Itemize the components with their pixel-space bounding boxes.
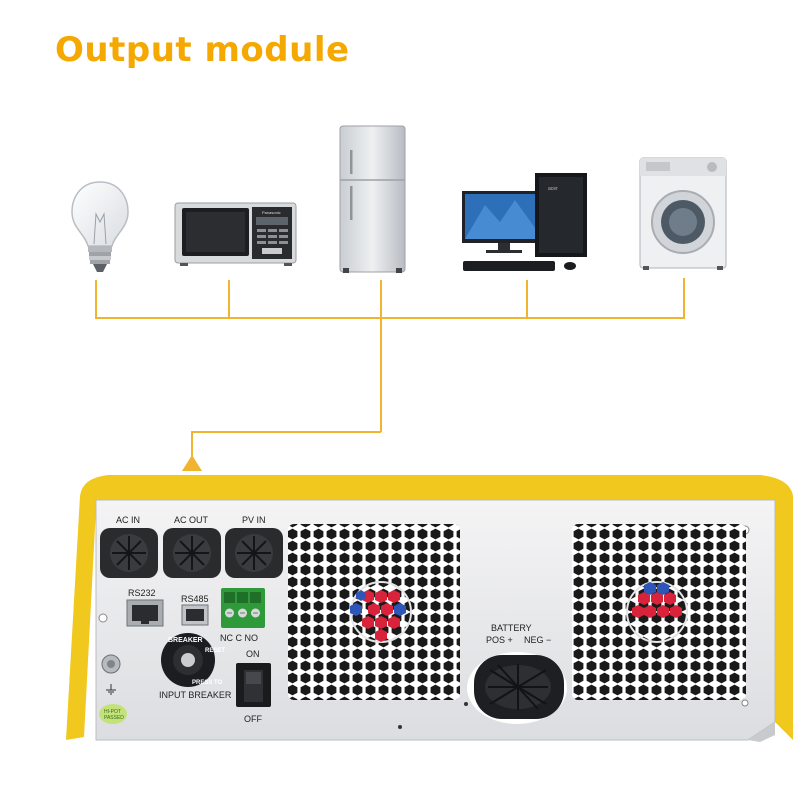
input-breaker-label: INPUT BREAKER [159,690,232,700]
battery-grommet [467,652,567,724]
relay-terminal-block [221,588,265,628]
power-switch[interactable] [236,663,271,707]
battery-label: BATTERY [491,623,532,633]
ac-out-port [163,528,221,578]
microwave-oven-icon: Panasonic [174,202,297,266]
ac-in-label: AC IN [116,515,140,525]
page-title: Output module [55,30,350,70]
battery-neg-label: NEG − [524,635,551,645]
washing-machine-icon [639,157,727,270]
input-breaker-knob[interactable] [161,633,215,687]
qc-sticker-line-2: PASSED [104,715,124,721]
output-wiring [95,278,685,470]
qc-sticker: HI-POT PASSED [99,704,127,724]
arrow-up-icon [182,455,202,471]
ac-in-port [100,528,158,578]
microwave-brand: Panasonic [262,210,281,215]
computer-brand: acer [548,186,558,192]
ac-out-label: AC OUT [174,515,209,525]
breaker-press-label: PRESS TO [192,680,223,686]
rs232-port [126,599,164,627]
switch-off-label: OFF [244,714,262,724]
fan-vent-left [288,524,460,700]
rs485-label: RS485 [181,594,209,604]
relay-labels: NC C NO [220,633,258,643]
breaker-top-label: BREAKER [168,637,203,644]
rs232-label: RS232 [128,588,156,598]
ground-stud-icon [101,654,121,695]
pv-in-label: PV IN [242,515,266,525]
qc-sticker-line-1: HI-POT [104,709,121,715]
desktop-computer-icon: acer [462,173,587,271]
fan-vent-right [572,524,746,700]
refrigerator-icon [339,125,406,273]
light-bulb-icon [71,181,129,272]
pv-in-port [225,528,283,578]
battery-pos-label: POS + [486,635,513,645]
rs485-port [181,604,209,626]
switch-on-label: ON [246,649,260,659]
breaker-reset-label: RESET [205,648,225,654]
